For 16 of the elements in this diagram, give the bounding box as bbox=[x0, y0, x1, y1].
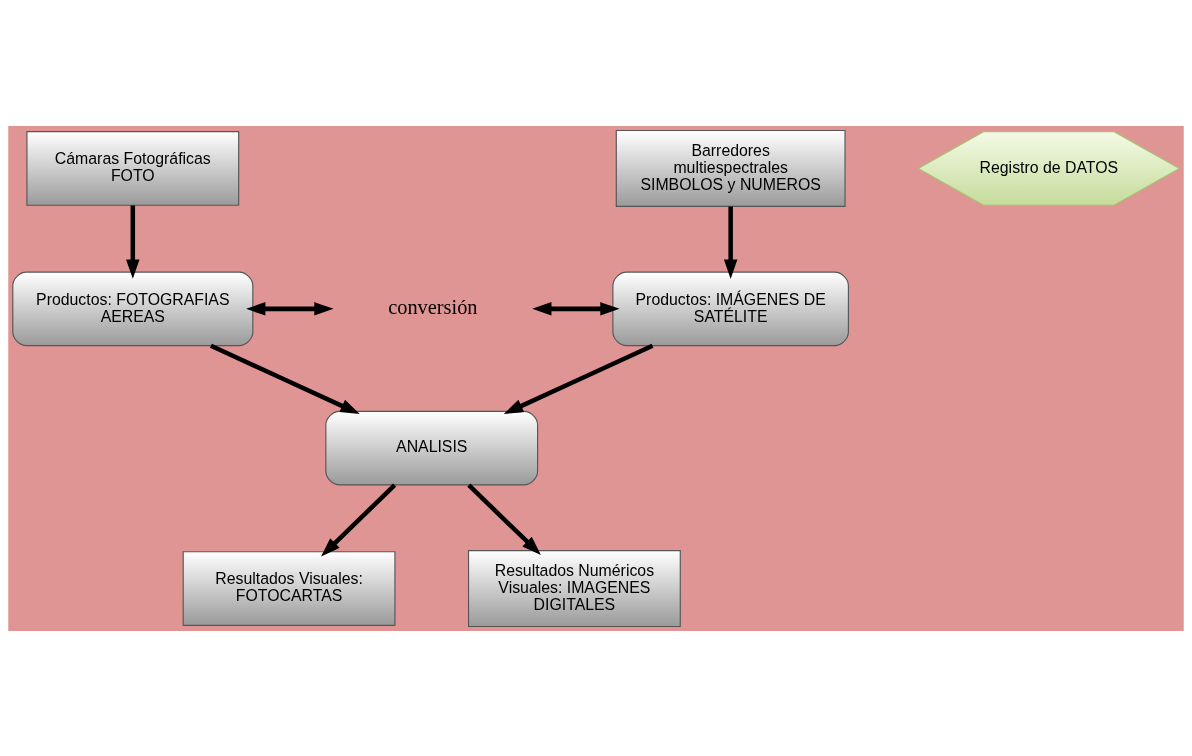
node-box: Productos: FOTOGRAFIAS AEREAS bbox=[12, 271, 254, 346]
arrow bbox=[503, 343, 654, 414]
arrow bbox=[532, 301, 620, 316]
node-box: Cámaras Fotográficas FOTO bbox=[26, 130, 240, 206]
arrow bbox=[210, 343, 360, 414]
arrow bbox=[321, 483, 397, 556]
arrow bbox=[467, 483, 541, 555]
node-text: conversión bbox=[388, 295, 478, 318]
node-box: Resultados Numéricos Visuales: IMAGENES DIGITALES bbox=[467, 549, 681, 627]
node-box: ANALISIS bbox=[325, 410, 539, 485]
node-box: Productos: IMÁGENES DE SATÉLITE bbox=[612, 271, 849, 346]
arrow bbox=[723, 206, 738, 279]
arrow bbox=[246, 301, 334, 316]
node-box: Barredores multiespectrales SIMBOLOS y NUMEROS bbox=[615, 129, 846, 207]
arrow bbox=[126, 205, 140, 279]
node-box: Resultados Visuales: FOTOCARTAS bbox=[182, 550, 396, 626]
